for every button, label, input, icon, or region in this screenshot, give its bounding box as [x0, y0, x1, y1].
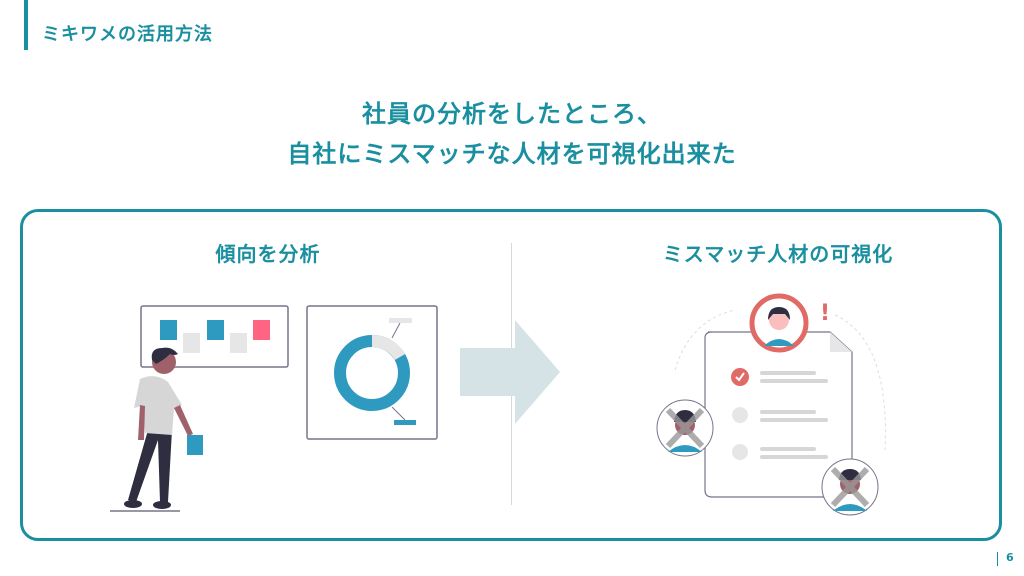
left-panel-title: 傾向を分析 — [215, 242, 321, 266]
content-panel — [20, 209, 1002, 541]
section-title: ミキワメの活用方法 — [42, 24, 213, 45]
analysis-illustration — [110, 305, 438, 512]
page-number-separator — [997, 552, 998, 566]
rejected-person-icon — [821, 458, 879, 516]
highlighted-person-icon — [749, 293, 809, 353]
mismatch-illustration: ! — [656, 293, 886, 516]
page-number: 6 — [1006, 551, 1014, 564]
right-arrow-icon — [460, 320, 560, 424]
headline-line-2: 自社にミスマッチな人材を可視化出来た — [287, 140, 737, 168]
headline-line-1: 社員の分析をしたところ、 — [362, 100, 662, 128]
headline: 社員の分析をしたところ、 自社にミスマッチな人材を可視化出来た — [0, 94, 1024, 174]
right-panel-title: ミスマッチ人材の可視化 — [662, 242, 894, 266]
alert-icon: ! — [820, 301, 830, 326]
header-accent-bar — [24, 0, 28, 50]
rejected-person-icon — [656, 399, 714, 457]
